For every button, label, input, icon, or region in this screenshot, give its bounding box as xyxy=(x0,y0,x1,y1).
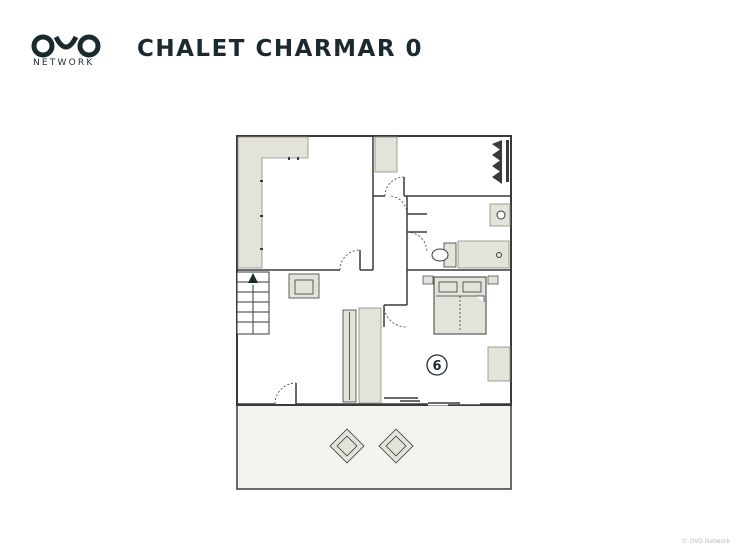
armchair-icon xyxy=(288,273,320,299)
stairs-arrow-icon xyxy=(248,273,258,283)
bathtub-icon xyxy=(457,240,510,269)
room-number-badge xyxy=(426,354,448,376)
dresser xyxy=(487,346,511,382)
radiator-icon xyxy=(492,140,509,184)
ovo-logo-icon xyxy=(31,34,101,58)
lounge-chair-icon xyxy=(329,428,414,464)
toilet-icon xyxy=(431,242,457,268)
double-bed-icon xyxy=(422,275,499,335)
copyright: © OVO Network xyxy=(681,538,730,545)
wardrobe xyxy=(374,136,398,173)
kitchen-counter xyxy=(237,136,309,269)
floor-plan: 6 xyxy=(236,135,512,490)
logo-text: NETWORK xyxy=(33,58,95,68)
door-swings xyxy=(274,176,428,405)
room-number: 6 xyxy=(432,359,441,374)
terrace xyxy=(236,404,512,490)
page-title: CHALET CHARMAR 0 xyxy=(137,36,424,62)
sliding-doors xyxy=(384,397,480,406)
central-wardrobe xyxy=(342,307,382,404)
